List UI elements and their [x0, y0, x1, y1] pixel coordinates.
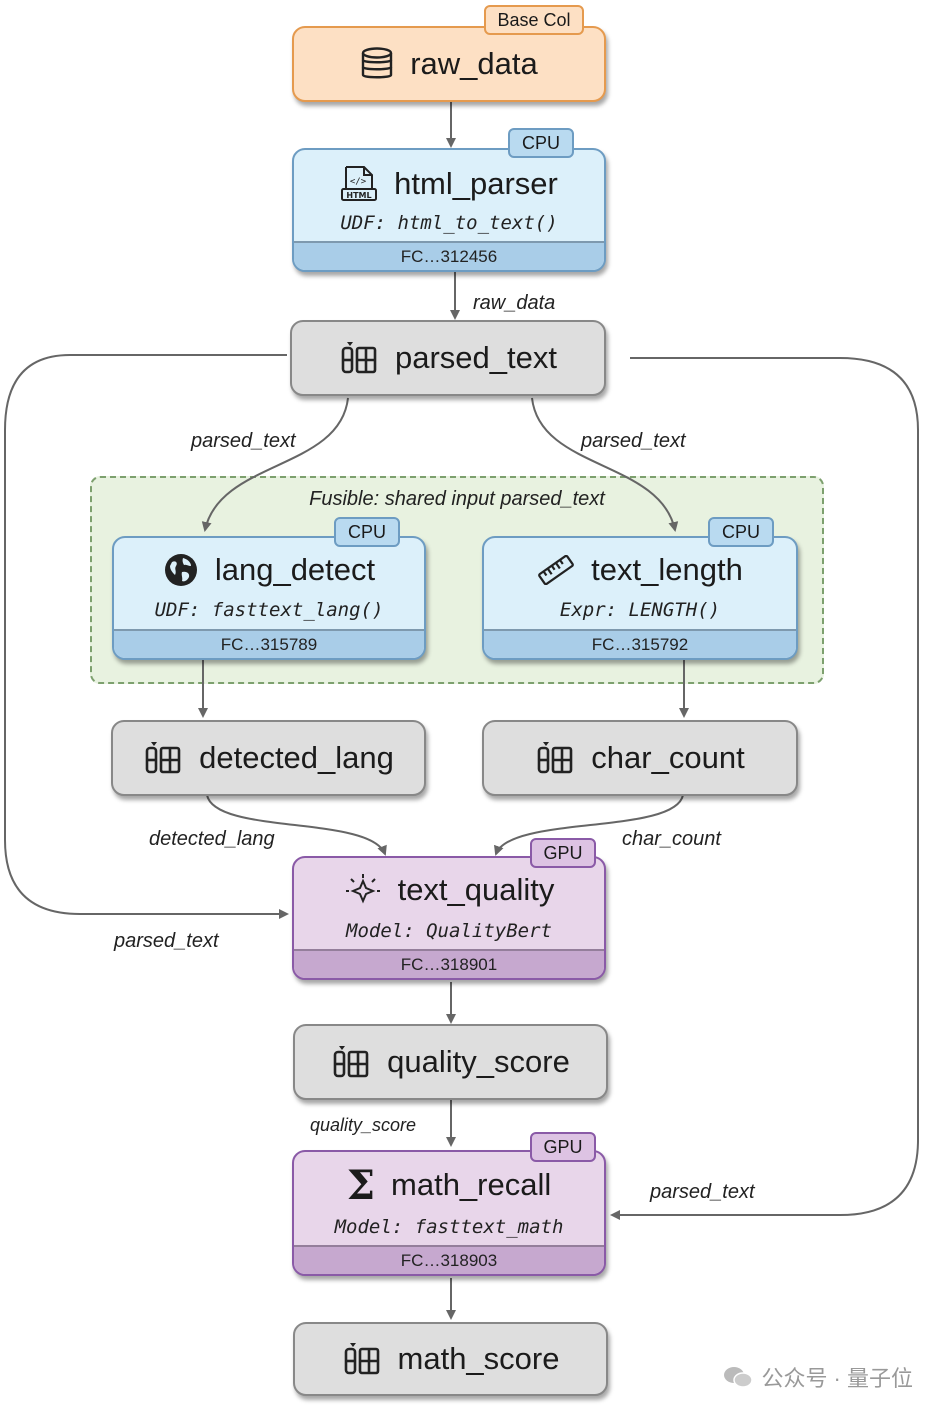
node-math-recall[interactable]: Σ math_recall Model: fasttext_math FC…31… — [292, 1150, 606, 1276]
globe-icon — [163, 552, 199, 588]
node-raw-data[interactable]: raw_data — [292, 26, 606, 102]
node-raw-data-title: raw_data — [410, 46, 538, 81]
node-parsed-text[interactable]: parsed_text — [290, 320, 606, 396]
node-text-length-title: text_length — [591, 552, 743, 587]
database-icon — [360, 47, 394, 81]
node-parsed-text-title: parsed_text — [395, 340, 557, 375]
badge-base-col: Base Col — [484, 5, 584, 35]
badge-gpu-math-recall: GPU — [530, 1132, 596, 1162]
node-text-length-sub: Expr: LENGTH() — [559, 599, 721, 621]
edge-parsed-to-quality — [4, 354, 289, 919]
node-char-count-title: char_count — [591, 740, 745, 775]
node-lang-detect-title: lang_detect — [214, 552, 376, 587]
badge-cpu-html-parser: CPU — [508, 128, 574, 158]
node-lang-detect-sub: UDF: fasttext_lang() — [154, 599, 384, 621]
edge-label-parsed-to-length: parsed_text — [581, 430, 686, 452]
node-math-recall-title: math_recall — [391, 1167, 552, 1202]
node-text-quality-fc: FC…318901 — [294, 949, 604, 978]
node-html-parser-title: html_parser — [394, 166, 558, 201]
badge-cpu-text-length: CPU — [708, 517, 774, 547]
node-text-length-fc: FC…315792 — [484, 629, 796, 658]
edge-detected-to-quality — [206, 794, 387, 856]
edge-label-raw-data: raw_data — [473, 292, 556, 314]
ruler-icon — [537, 555, 575, 585]
node-text-quality-title: text_quality — [397, 872, 555, 907]
sparkle-icon — [344, 873, 382, 907]
edge-parsed-to-math — [610, 357, 919, 1220]
node-html-parser-fc: FC…312456 — [294, 241, 604, 270]
node-math-score[interactable]: math_score — [293, 1322, 608, 1396]
html-file-icon: HTML </> — [340, 165, 378, 203]
watermark-text: 公众号 · 量子位 — [761, 1366, 913, 1391]
node-detected-lang-title: detected_lang — [199, 740, 394, 775]
sigma-icon: Σ — [346, 1161, 376, 1209]
fusible-group-label: Fusible: shared input parsed_text — [309, 488, 605, 510]
node-math-recall-fc: FC…318903 — [294, 1245, 604, 1274]
svg-text:HTML: HTML — [347, 191, 372, 200]
edge-label-parsed-to-quality: parsed_text — [114, 930, 219, 952]
node-char-count[interactable]: char_count — [482, 720, 798, 796]
column-icon — [143, 740, 183, 776]
node-detected-lang[interactable]: detected_lang — [111, 720, 426, 796]
column-icon — [535, 740, 575, 776]
badge-cpu-lang-detect: CPU — [334, 517, 400, 547]
node-math-recall-sub: Model: fasttext_math — [334, 1216, 564, 1238]
node-text-length[interactable]: text_length Expr: LENGTH() FC…315792 — [482, 536, 798, 660]
edge-label-char-count: char_count — [622, 828, 721, 850]
node-lang-detect[interactable]: lang_detect UDF: fasttext_lang() FC…3157… — [112, 536, 426, 660]
column-icon — [339, 340, 379, 376]
edge-parsed-to-length — [531, 397, 679, 532]
wechat-icon — [723, 1365, 754, 1389]
node-quality-score-title: quality_score — [387, 1044, 570, 1079]
node-html-parser-sub: UDF: html_to_text() — [340, 212, 558, 234]
node-text-quality[interactable]: text_quality Model: QualityBert FC…31890… — [292, 856, 606, 980]
column-icon — [331, 1044, 371, 1080]
node-lang-detect-fc: FC…315789 — [114, 629, 424, 658]
edge-label-parsed-to-lang: parsed_text — [191, 430, 296, 452]
watermark: 公众号 · 量子位 — [723, 1361, 913, 1393]
column-icon — [342, 1341, 382, 1377]
edge-label-detected-lang: detected_lang — [149, 828, 275, 850]
svg-text:</>: </> — [350, 177, 367, 187]
node-text-quality-sub: Model: QualityBert — [346, 920, 552, 942]
node-quality-score[interactable]: quality_score — [293, 1024, 608, 1100]
node-html-parser[interactable]: HTML </> html_parser UDF: html_to_text()… — [292, 148, 606, 272]
edge-charcount-to-quality — [494, 794, 684, 856]
badge-gpu-text-quality: GPU — [530, 838, 596, 868]
edge-label-quality-score: quality_score — [310, 1115, 417, 1135]
edge-parsed-to-lang — [201, 397, 349, 532]
node-math-score-title: math_score — [397, 1341, 560, 1376]
edge-label-parsed-to-math: parsed_text — [650, 1181, 755, 1203]
